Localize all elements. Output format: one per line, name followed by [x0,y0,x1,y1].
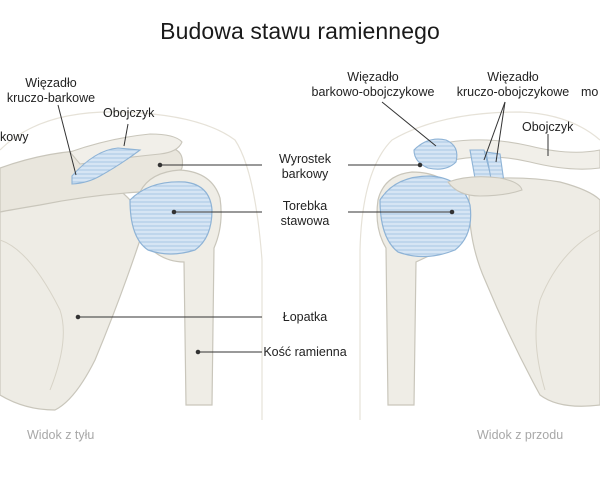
leader-left-clavicle [123,123,129,147]
posterior-view-bones [0,111,263,420]
label-right-cc-ligament-line2: kruczo-obojczykowe [456,85,570,99]
anterior-scapula [468,177,600,407]
leader-right-ac-ligament [381,101,437,147]
posterior-body-outline [0,111,263,420]
label-right-clavicle: Obojczyk [522,120,574,134]
label-capsule: Torebka stawowa [264,199,346,229]
anterior-joint-capsule [379,175,472,258]
leader-acromion-dot [157,162,163,168]
leader-right-acromion-dot [417,162,423,168]
anterior-coracoid-process [447,176,523,197]
anterior-view-bones [359,111,600,420]
label-right-cc-ligament: Więzadło kruczo-obojczykowe [448,70,578,100]
leader-capsule-dot [171,209,177,215]
posterior-scapula [0,173,142,411]
label-right-cut-fragment: mo [581,85,599,99]
anterior-body-outline [359,111,600,420]
posterior-scapula-ridge [0,239,64,391]
caption-posterior-view: Widok z tyłu [27,428,95,442]
label-capsule-line2: stawowa [280,214,330,228]
anterior-scapula-ridge [535,229,600,391]
leader-left-ligament [57,104,77,176]
label-acromion: Wyrostek barkowy [264,152,346,182]
label-left-ligament-line1: Więzadło [25,76,77,90]
label-right-ac-ligament: Więzadło barkowo-obojczykowe [300,70,446,100]
label-right-cc-ligament-line1: Więzadło [487,70,539,84]
leader-right-capsule-dot [449,209,455,215]
label-right-ac-ligament-line2: barkowo-obojczykowe [311,85,435,99]
posterior-joint-capsule [129,181,213,255]
label-capsule-line1: Torebka [282,199,328,213]
diagram-title: Budowa stawu ramiennego [160,18,440,44]
label-acromion-line2: barkowy [281,167,329,181]
leader-right-cc-ligament-a [483,101,506,161]
label-right-ac-ligament-line1: Więzadło [347,70,399,84]
leader-humerus-dot [195,349,201,355]
label-left-clavicle: Obojczyk [103,106,155,120]
label-humerus: Kość ramienna [263,345,347,359]
label-acromion-line1: Wyrostek [279,152,331,166]
posterior-coracoacromial-ligament [71,147,142,185]
label-scapula: Łopatka [282,310,328,324]
caption-anterior-view: Widok z przodu [477,428,564,442]
leader-scapula-dot [75,314,81,320]
leader-lines [57,101,549,355]
leader-right-cc-ligament-b [495,101,506,163]
label-left-ligament: Więzadło kruczo-barkowe [6,76,96,106]
label-left-cut-fragment: kowy [0,130,29,144]
label-left-ligament-line2: kruczo-barkowe [6,91,96,105]
